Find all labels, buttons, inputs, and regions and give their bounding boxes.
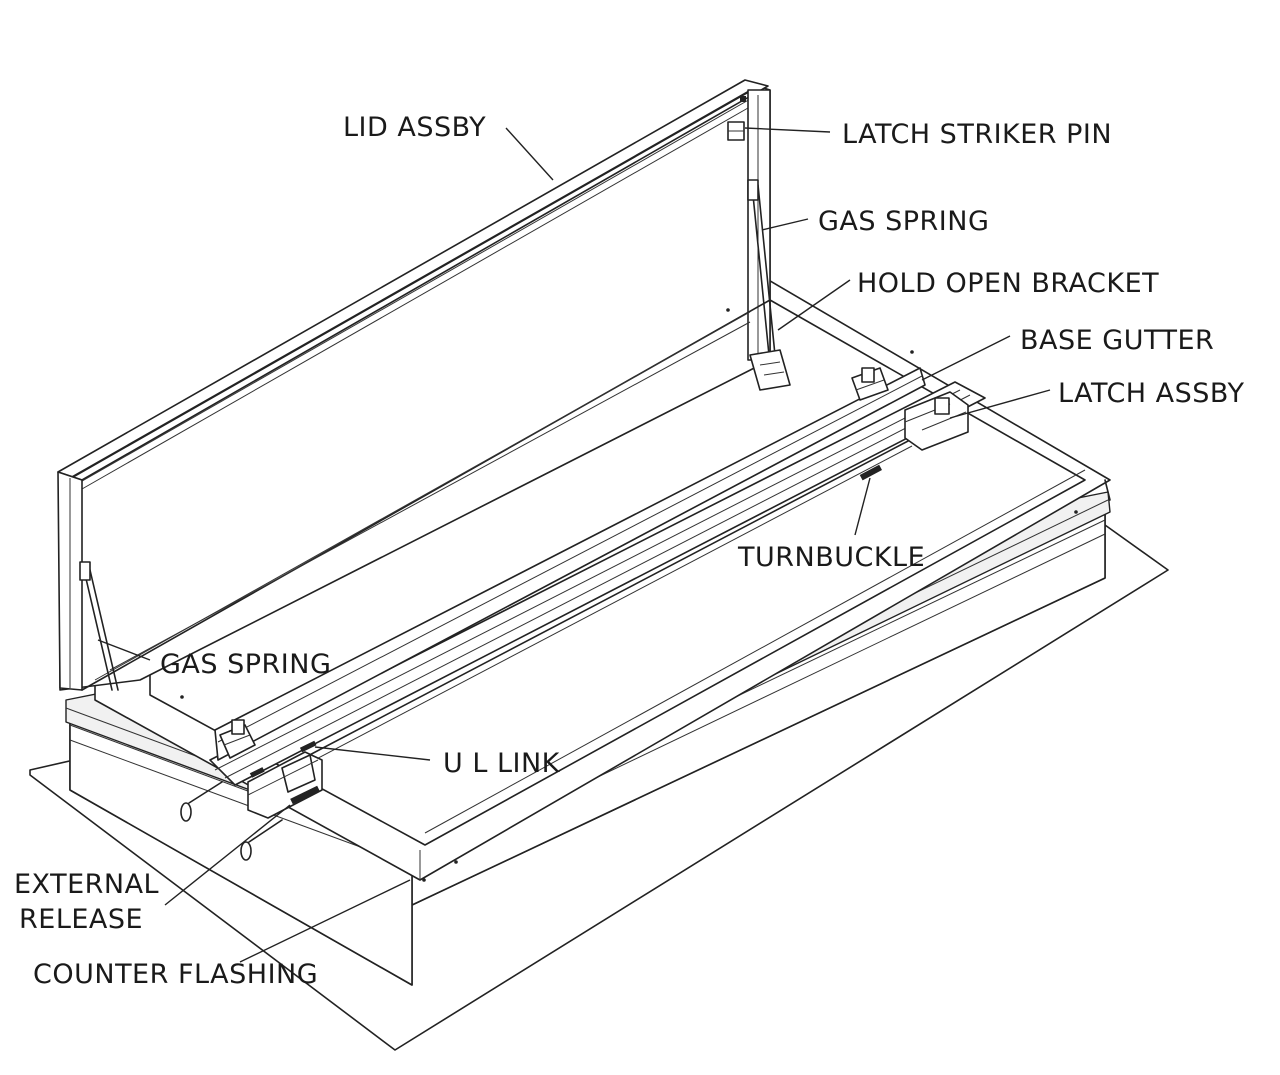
- hinge-bracket-left: [219, 719, 256, 759]
- hold-open-bracket: [749, 349, 791, 391]
- turnbuckle-rod: [299, 439, 913, 766]
- label-lid-assby: LID ASSBY: [343, 112, 486, 143]
- ul-link-housing: [247, 740, 323, 819]
- label-gas-spring-top: GAS SPRING: [818, 206, 989, 237]
- base-gutter: [209, 367, 986, 786]
- label-turnbuckle: TURNBUCKLE: [737, 542, 925, 573]
- label-ul-link: U L LINK: [443, 748, 561, 779]
- latch-assembly: [904, 391, 969, 451]
- external-release: [180, 781, 283, 861]
- lid-assembly: [57, 79, 771, 691]
- labels: LID ASSBY LATCH STRIKER PIN GAS SPRING H…: [14, 112, 1244, 990]
- label-external-release-2: RELEASE: [19, 904, 143, 935]
- label-base-gutter: BASE GUTTER: [1020, 325, 1214, 356]
- label-latch-striker-pin: LATCH STRIKER PIN: [842, 119, 1112, 150]
- hinge-bracket-right: [851, 367, 889, 401]
- gas-spring-left: [79, 561, 119, 691]
- label-latch-assby: LATCH ASSBY: [1058, 378, 1244, 409]
- leader-lines: [97, 127, 1051, 963]
- label-counter-flashing: COUNTER FLASHING: [33, 959, 318, 990]
- gas-spring-right: [747, 179, 777, 366]
- label-gas-spring-left: GAS SPRING: [160, 649, 331, 680]
- label-external-release-1: EXTERNAL: [14, 869, 159, 900]
- rivets: [180, 308, 1078, 882]
- label-hold-open-bracket: HOLD OPEN BRACKET: [857, 268, 1159, 299]
